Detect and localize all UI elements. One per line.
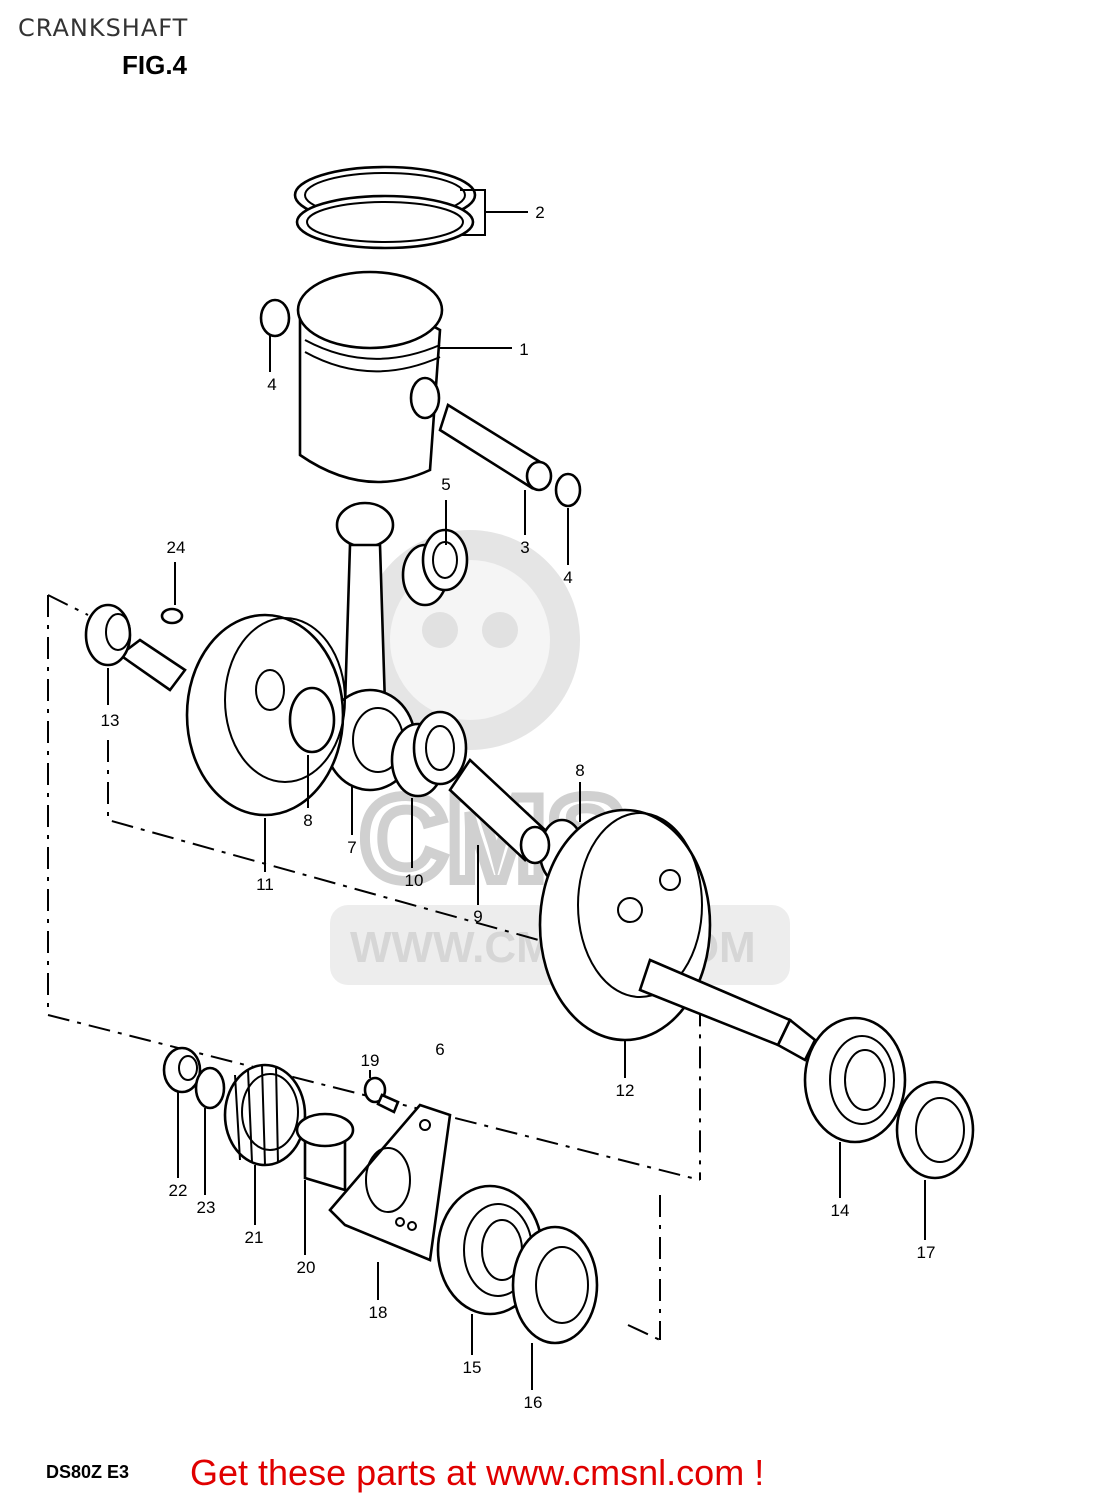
callout-8-left: 8 bbox=[303, 811, 312, 830]
callout-16: 16 bbox=[524, 1393, 543, 1412]
callout-6: 6 bbox=[435, 1040, 444, 1059]
callout-10: 10 bbox=[405, 871, 424, 890]
left-crank-web bbox=[117, 613, 346, 817]
callout-1: 1 bbox=[519, 340, 528, 359]
callout-23: 23 bbox=[197, 1198, 216, 1217]
crank-pin bbox=[448, 758, 551, 865]
crankshaft-nut bbox=[162, 1046, 202, 1094]
piston-pin bbox=[438, 403, 553, 492]
big-end-bearing bbox=[390, 710, 468, 798]
left-oil-seal-lower bbox=[511, 1225, 599, 1345]
primary-drive-gear bbox=[223, 1063, 307, 1167]
right-oil-seal bbox=[895, 1080, 975, 1180]
piston bbox=[296, 270, 444, 484]
model-code: DS80Z E3 bbox=[46, 1462, 130, 1482]
callout-4-lower: 4 bbox=[563, 568, 572, 587]
retainer-screw bbox=[363, 1076, 400, 1114]
callout-17: 17 bbox=[917, 1243, 936, 1262]
callout-14: 14 bbox=[831, 1201, 850, 1220]
callout-labels: 1 2 3 4 4 5 6 7 8 8 9 10 11 12 13 14 15 … bbox=[101, 203, 936, 1412]
callout-11: 11 bbox=[256, 875, 274, 894]
callout-22: 22 bbox=[169, 1181, 188, 1200]
crankshaft-spacer bbox=[295, 1112, 355, 1192]
callout-15: 15 bbox=[463, 1358, 482, 1377]
callout-8-right: 8 bbox=[575, 761, 584, 780]
piston-pin-circlip-lower bbox=[554, 472, 582, 508]
callout-18: 18 bbox=[369, 1303, 388, 1322]
callout-21: 21 bbox=[245, 1228, 264, 1247]
left-oil-seal bbox=[84, 603, 132, 667]
leader-lines bbox=[107, 189, 926, 1390]
callout-12: 12 bbox=[616, 1081, 635, 1100]
callout-2: 2 bbox=[535, 203, 544, 222]
callout-24: 24 bbox=[167, 538, 186, 557]
right-main-bearing bbox=[803, 1016, 907, 1144]
callout-13: 13 bbox=[101, 711, 120, 730]
callout-3: 3 bbox=[520, 538, 529, 557]
right-crank-web bbox=[538, 808, 817, 1062]
callout-20: 20 bbox=[297, 1258, 316, 1277]
callout-4-upper: 4 bbox=[267, 375, 276, 394]
assembly-bracket-outer bbox=[47, 595, 701, 1181]
promo-link[interactable]: Get these parts at www.cmsnl.com ! bbox=[190, 1452, 765, 1493]
piston-ring-set bbox=[293, 165, 477, 250]
piston-pin-circlip-upper bbox=[259, 298, 291, 338]
lock-washer bbox=[194, 1066, 226, 1110]
woodruff-key bbox=[160, 607, 184, 625]
callout-19: 19 bbox=[361, 1051, 380, 1070]
bearing-retainer-plate bbox=[328, 1103, 452, 1262]
small-end-bearing bbox=[401, 528, 469, 607]
section-title: CRANKSHAFT bbox=[18, 14, 189, 42]
callout-5: 5 bbox=[441, 475, 450, 494]
assembly-bracket-inner bbox=[107, 740, 701, 1180]
thrust-washer-left bbox=[288, 686, 336, 754]
figure-label: FIG.4 bbox=[122, 50, 188, 80]
callout-7: 7 bbox=[347, 838, 356, 857]
callout-9: 9 bbox=[473, 907, 482, 926]
